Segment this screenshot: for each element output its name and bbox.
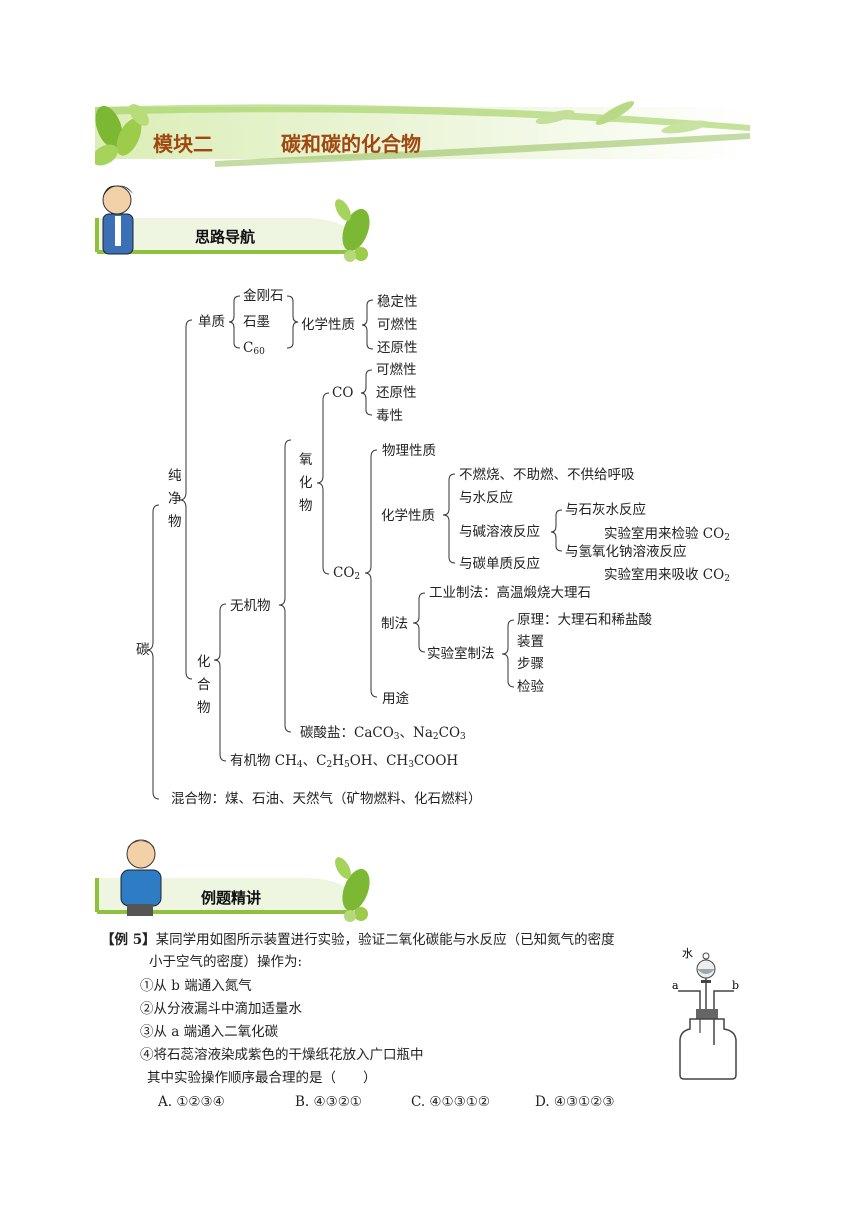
option-c[interactable]: C. ④①③①② (411, 1094, 490, 1110)
co2-reaction-3: 与碱溶液反应 (459, 524, 540, 540)
question-tag: 【例 5】 (101, 932, 156, 948)
allotrope-diamond: 金刚石 (243, 288, 284, 304)
cartoon-boy-icon (102, 185, 134, 255)
root-carbon: 碳 (136, 642, 150, 658)
compound-char-1: 化 (197, 654, 211, 670)
mindmap-braces (146, 295, 563, 800)
question-stem: 【例 5】某同学用如图所示装置进行实验，验证二氧化碳能与水反应（已知氮气的密度 (101, 931, 615, 949)
alkali-limewater: 与石灰水反应 (565, 502, 646, 518)
c-prop-stability: 稳定性 (377, 294, 418, 310)
co2-reaction-4: 与碳单质反应 (459, 556, 540, 572)
step-1: ①从 b 端通入氮气 (140, 978, 252, 994)
option-b[interactable]: B. ④③②① (295, 1094, 362, 1110)
oxide-char-3: 物 (299, 498, 313, 514)
inorganic-node: 无机物 (230, 598, 271, 614)
option-d[interactable]: D. ④③①②③ (535, 1094, 615, 1110)
question-stem-line1: 某同学用如图所示装置进行实验，验证二氧化碳能与水反应（已知氮气的密度 (155, 932, 615, 948)
prep-industrial: 工业制法：高温煅烧大理石 (429, 585, 591, 601)
section-title-navigation: 思路导航 (195, 228, 256, 246)
prep-lab: 实验室制法 (427, 646, 495, 662)
section-title-examples: 例题精讲 (201, 889, 262, 907)
oxide-char-2: 化 (299, 475, 313, 491)
pure-char-3: 物 (168, 514, 182, 530)
co2-reaction-1: 不燃烧、不助燃、不供给呼吸 (459, 467, 635, 483)
step-4: ④将石蕊溶液染成紫色的干燥纸花放入广口瓶中 (140, 1047, 424, 1063)
question-stem-line2: 小于空气的密度）操作为: (149, 954, 303, 970)
section-header-examples (95, 839, 370, 922)
section-header-navigation (95, 185, 370, 262)
co-prop-flammable: 可燃性 (376, 362, 417, 378)
co2-use: 用途 (382, 691, 409, 707)
module-title: 碳和碳的化合物 (281, 132, 421, 156)
module-label: 模块二 (153, 132, 213, 156)
pure-char-1: 纯 (168, 468, 182, 484)
lab-apparatus: 装置 (517, 634, 544, 650)
label-a: a (672, 979, 679, 992)
lab-test: 检验 (517, 679, 544, 695)
question-ask: 其中实验操作顺序最合理的是（ ） (147, 1070, 377, 1086)
co2-reaction-2: 与水反应 (459, 490, 513, 506)
pure-char-2: 净 (168, 491, 182, 507)
co2-physical: 物理性质 (382, 443, 436, 459)
cartoon-man-icon (120, 839, 162, 916)
prep-node: 制法 (381, 616, 408, 632)
oxide-char-1: 氧 (299, 452, 313, 468)
c-prop-reducing: 还原性 (377, 340, 418, 356)
alkali-naoh: 与氢氧化钠溶液反应 (565, 544, 687, 560)
co2-node: CO2 (333, 565, 361, 582)
organic-node: 有机物 CH4、C2H5OH、CH3COOH (230, 753, 459, 770)
co-prop-reducing: 还原性 (376, 385, 417, 401)
co-node: CO (332, 385, 354, 401)
step-2: ②从分液漏斗中滴加适量水 (140, 1001, 302, 1017)
mixture-node: 混合物：煤、石油、天然气（矿物燃料、化石燃料） (171, 791, 482, 807)
allotrope-c60: C60 (243, 340, 265, 357)
compound-char-2: 合 (197, 677, 211, 693)
co2-chemical: 化学性质 (381, 508, 435, 524)
label-b: b (732, 979, 739, 992)
co-prop-toxic: 毒性 (376, 408, 403, 424)
lab-principle: 原理：大理石和稀盐酸 (517, 612, 652, 628)
apparatus-figure: 水 a b (672, 947, 739, 1080)
option-a[interactable]: A. ①②③④ (158, 1094, 225, 1110)
label-water: 水 (682, 947, 693, 960)
step-3: ③从 a 端通入二氧化碳 (140, 1024, 279, 1040)
module-banner (95, 101, 750, 167)
chem-props-node: 化学性质 (301, 317, 355, 333)
element-node: 单质 (198, 314, 225, 330)
carbonate-node: 碳酸盐：CaCO3、Na2CO3 (300, 725, 466, 742)
lab-steps: 步骤 (517, 656, 544, 672)
allotrope-graphite: 石墨 (243, 314, 270, 330)
alkali-use-absorb: 实验室用来吸收 CO2 (604, 567, 730, 584)
c-prop-flammable: 可燃性 (377, 317, 418, 333)
alkali-use-detect: 实验室用来检验 CO2 (604, 526, 730, 543)
compound-char-3: 物 (197, 700, 211, 716)
